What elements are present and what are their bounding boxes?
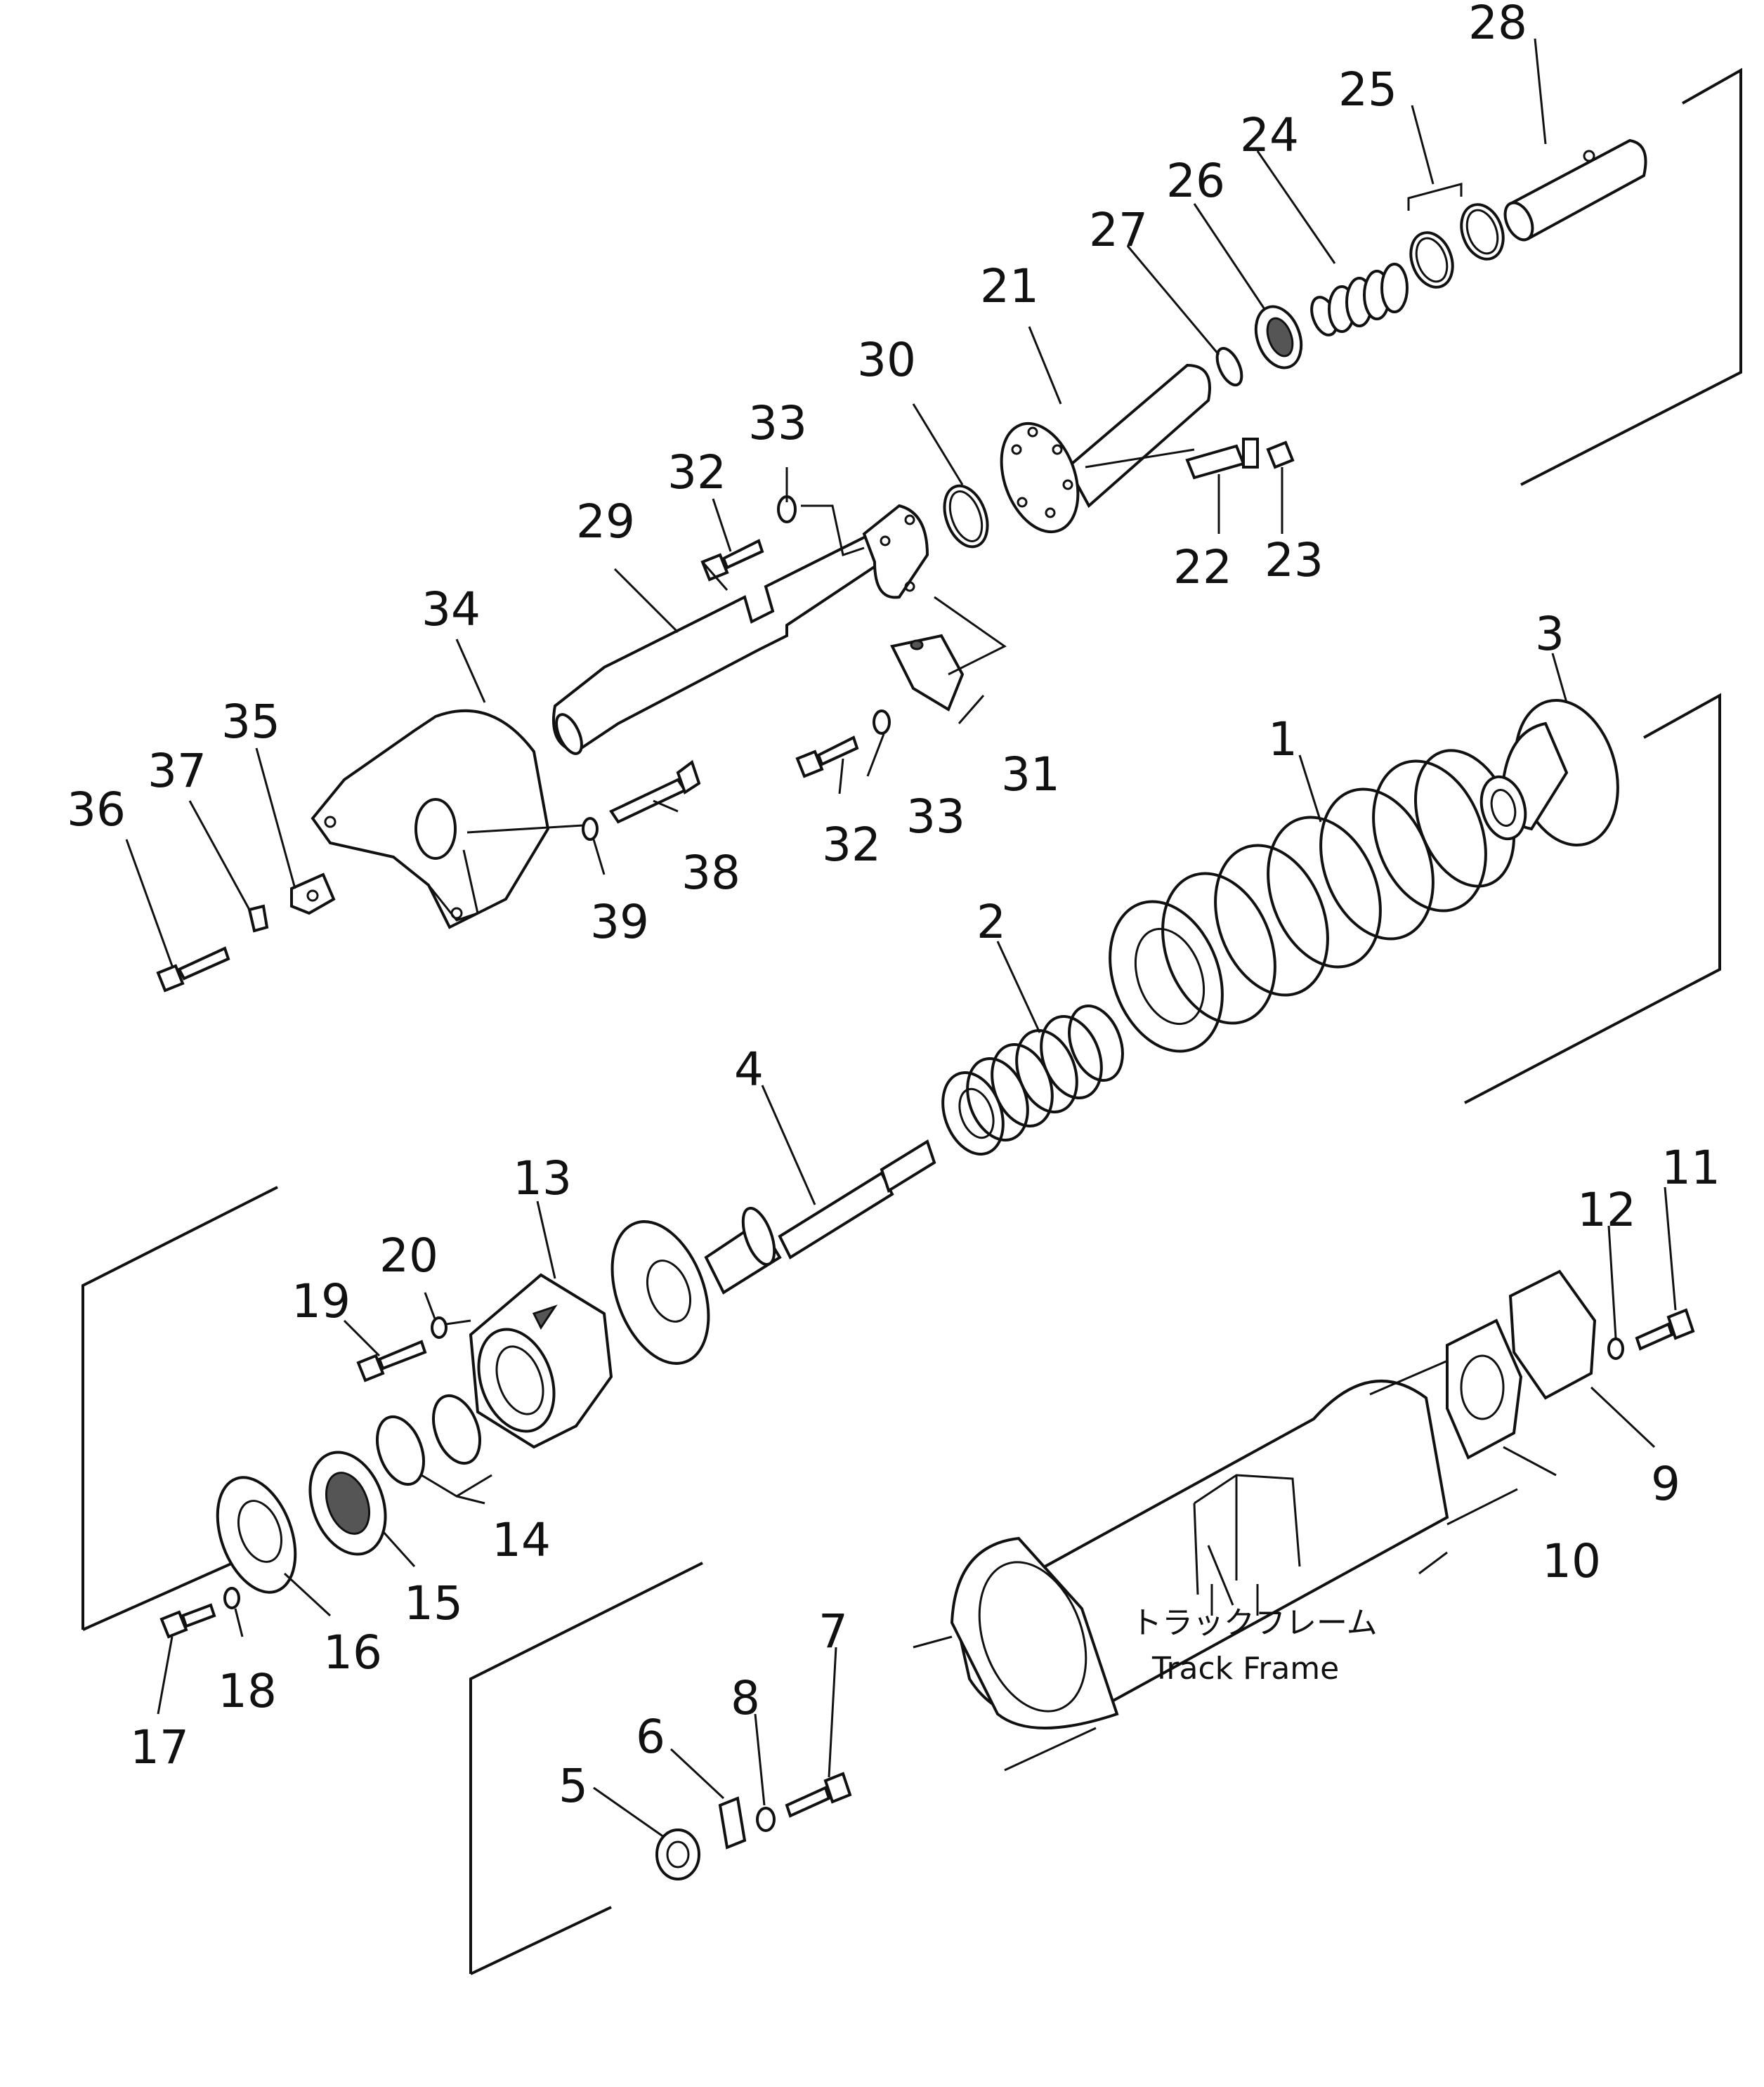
- track-frame-label-en: Track Frame: [1151, 1651, 1339, 1687]
- label-28: 28: [1468, 0, 1527, 50]
- label-34: 34: [422, 582, 481, 636]
- seal-15: [308, 1451, 387, 1556]
- nut-5: [655, 1828, 700, 1880]
- label-27: 27: [1089, 203, 1148, 257]
- label-5: 5: [558, 1759, 588, 1813]
- label-39: 39: [590, 895, 649, 949]
- cylinder-21: [1000, 363, 1211, 534]
- bolt-11: [1635, 1308, 1695, 1351]
- grease-fitting-22-23: [1185, 438, 1295, 534]
- label-32b: 32: [822, 818, 881, 872]
- label-18: 18: [218, 1664, 277, 1718]
- label-25: 25: [1338, 63, 1397, 117]
- shaft-29: [552, 504, 929, 755]
- label-22: 22: [1173, 540, 1232, 594]
- label-3: 3: [1535, 607, 1564, 661]
- lock-6: [718, 1796, 747, 1850]
- bushing-14: [376, 1394, 492, 1498]
- label-7: 7: [818, 1604, 848, 1659]
- label-36: 36: [67, 783, 126, 837]
- label-26: 26: [1166, 154, 1225, 208]
- lock-plate-37: [247, 904, 269, 933]
- part-labels: 1 2 3 4 5 6 7 8 9 10 11 12 13 14 15 16 1…: [67, 0, 1720, 1813]
- cover-9: [1508, 1269, 1597, 1400]
- pin-28: [1503, 138, 1647, 242]
- bolt-32b: [795, 735, 859, 778]
- label-6: 6: [636, 1710, 665, 1764]
- bolt-32a: [700, 539, 764, 591]
- label-17: 17: [130, 1720, 189, 1774]
- label-31: 31: [1001, 747, 1060, 802]
- washer-33b: [873, 709, 891, 735]
- label-33b: 33: [906, 790, 965, 844]
- clamp-31: [890, 596, 1007, 712]
- label-13: 13: [513, 1151, 572, 1205]
- label-30: 30: [857, 333, 916, 387]
- bushing-25: [1407, 183, 1505, 289]
- bolt-38: [609, 759, 701, 824]
- rod-4: [610, 1139, 936, 1365]
- label-35: 35: [221, 695, 280, 749]
- rod-24: [1310, 263, 1409, 336]
- label-12: 12: [1577, 1183, 1636, 1237]
- track-frame-label: トラックフレーム Track Frame: [1131, 1545, 1378, 1687]
- label-2: 2: [976, 895, 1006, 949]
- plate-35: [290, 872, 336, 915]
- washer-12: [1607, 1337, 1624, 1360]
- label-32a: 32: [667, 445, 726, 499]
- label-23: 23: [1265, 533, 1324, 587]
- label-38: 38: [681, 846, 740, 900]
- seal-26: [1254, 305, 1303, 369]
- oring-30: [943, 484, 989, 549]
- label-20: 20: [379, 1229, 438, 1283]
- bolt-7: [785, 1772, 852, 1818]
- label-37: 37: [148, 744, 207, 798]
- label-33a: 33: [748, 396, 807, 450]
- label-11: 11: [1661, 1141, 1720, 1195]
- label-14: 14: [492, 1513, 551, 1567]
- washer-20: [431, 1316, 471, 1339]
- label-21: 21: [980, 259, 1039, 313]
- gasket-10: [1446, 1319, 1523, 1460]
- bracket-34: [311, 709, 584, 929]
- bolt-17: [159, 1603, 216, 1639]
- retainer-3: [1479, 698, 1619, 847]
- label-1: 1: [1268, 712, 1298, 766]
- housing-13: [469, 1273, 613, 1449]
- washer-18: [223, 1587, 240, 1609]
- label-24: 24: [1240, 108, 1299, 162]
- group-frames: [81, 67, 1742, 1975]
- plate-16: [216, 1476, 297, 1594]
- washer-8: [756, 1807, 776, 1832]
- label-8: 8: [731, 1671, 760, 1725]
- label-16: 16: [323, 1625, 382, 1680]
- label-4: 4: [734, 1042, 764, 1097]
- leader-lines: [125, 38, 1677, 1838]
- track-frame: [913, 1347, 1518, 1772]
- label-9: 9: [1651, 1457, 1680, 1511]
- washer-39: [582, 817, 599, 841]
- label-15: 15: [404, 1576, 463, 1630]
- track-frame-label-jp: トラックフレーム: [1131, 1605, 1378, 1641]
- spring-1: [1109, 749, 1516, 1053]
- spring-2: [941, 1004, 1124, 1156]
- bolt-36: [156, 946, 230, 993]
- bolt-19: [356, 1340, 427, 1382]
- label-19: 19: [292, 1274, 351, 1328]
- label-29: 29: [576, 495, 635, 549]
- label-10: 10: [1542, 1534, 1601, 1588]
- snap-ring-27: [1215, 346, 1243, 387]
